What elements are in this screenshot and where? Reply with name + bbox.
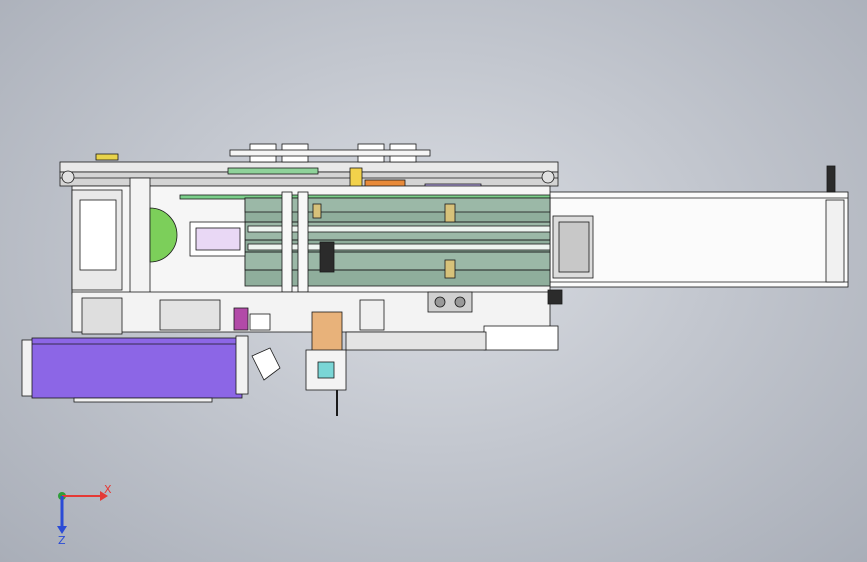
machine-assembly-model[interactable] xyxy=(21,143,849,416)
picker-head xyxy=(305,311,347,416)
top-rail xyxy=(59,143,559,193)
purple-belt-unit xyxy=(21,335,281,403)
extension-arm xyxy=(547,165,849,288)
z-axis-arrow xyxy=(57,526,67,534)
z-axis-label: Z xyxy=(58,534,66,547)
x-axis-label: X xyxy=(104,483,112,496)
conveyor-bed xyxy=(189,191,551,293)
x-axis-arrow xyxy=(100,491,108,501)
lower-equipment xyxy=(71,289,563,351)
reference-triad-icon: X Y Z xyxy=(57,483,112,547)
